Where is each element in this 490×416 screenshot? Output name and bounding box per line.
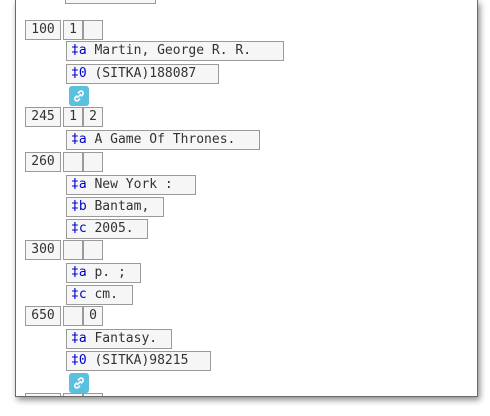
- subfield-code: ‡b: [71, 199, 87, 214]
- subfield-c-dimensions[interactable]: ‡c cm.: [66, 285, 133, 305]
- authority-link-button[interactable]: [69, 86, 89, 106]
- subfield-value: A Game Of Thrones.: [94, 132, 236, 147]
- indicator-partial-bottom: [83, 393, 103, 396]
- subfield-a-place[interactable]: ‡a New York :: [66, 175, 196, 195]
- subfield-code: ‡a: [71, 331, 87, 346]
- indicator-1[interactable]: [63, 306, 83, 326]
- indicator-1[interactable]: [63, 152, 83, 172]
- subfield-a-name[interactable]: ‡a Martin, George R. R.: [66, 41, 284, 61]
- indicator-2[interactable]: [83, 240, 103, 260]
- field-row-partial-top: [65, 0, 156, 4]
- subfield-value: (SITKA)98215: [94, 353, 189, 368]
- field-tag-260[interactable]: 260: [25, 152, 61, 172]
- marc-editor-frame: 100 1 ‡a Martin, George R. R. ‡0 (SITKA)…: [15, 0, 478, 397]
- subfield-value: New York :: [94, 177, 173, 192]
- subfield-code: ‡0: [71, 353, 87, 368]
- subfield-code: ‡a: [71, 43, 87, 58]
- subfield-c-date[interactable]: ‡c 2005.: [66, 219, 148, 239]
- indicator-1[interactable]: 1: [63, 20, 83, 40]
- subfield-0-authority[interactable]: ‡0 (SITKA)98215: [66, 351, 211, 371]
- subfield-code: ‡0: [71, 66, 87, 81]
- subfield-code: ‡c: [71, 221, 87, 236]
- indicator-2[interactable]: [83, 152, 103, 172]
- subfield-code: ‡a: [71, 132, 87, 147]
- subfield-value: Martin, George R. R.: [94, 43, 252, 58]
- subfield-code: ‡a: [71, 177, 87, 192]
- indicator-2[interactable]: 0: [83, 306, 103, 326]
- subfield-code: ‡a: [71, 265, 87, 280]
- field-tag-650[interactable]: 650: [25, 306, 61, 326]
- subfield-code: ‡c: [71, 287, 87, 302]
- subfield-0-authority[interactable]: ‡0 (SITKA)188087: [66, 64, 219, 84]
- subfield-b-publisher[interactable]: ‡b Bantam,: [66, 197, 164, 217]
- field-tag-100[interactable]: 100: [25, 20, 61, 40]
- indicator-2[interactable]: 2: [83, 107, 103, 127]
- subfield-a-title[interactable]: ‡a A Game Of Thrones.: [66, 130, 260, 150]
- subfield-a-subject[interactable]: ‡a Fantasy.: [66, 329, 172, 349]
- link-icon: [74, 90, 84, 102]
- indicator-partial-bottom: [63, 393, 83, 396]
- link-icon: [74, 377, 84, 389]
- indicator-1[interactable]: [63, 240, 83, 260]
- field-tag-245[interactable]: 245: [25, 107, 61, 127]
- field-tag-300[interactable]: 300: [25, 240, 61, 260]
- subfield-value: Fantasy.: [94, 331, 158, 346]
- indicator-2[interactable]: [83, 20, 103, 40]
- indicator-1[interactable]: 1: [63, 107, 83, 127]
- field-tag-partial-bottom: [25, 393, 61, 396]
- subfield-value: 2005.: [94, 221, 134, 236]
- subfield-a-extent[interactable]: ‡a p. ;: [66, 263, 141, 283]
- subfield-value: (SITKA)188087: [94, 66, 197, 81]
- subfield-value: p. ;: [94, 265, 126, 280]
- subfield-value: Bantam,: [94, 199, 150, 214]
- subfield-value: cm.: [94, 287, 118, 302]
- authority-link-button[interactable]: [69, 373, 89, 393]
